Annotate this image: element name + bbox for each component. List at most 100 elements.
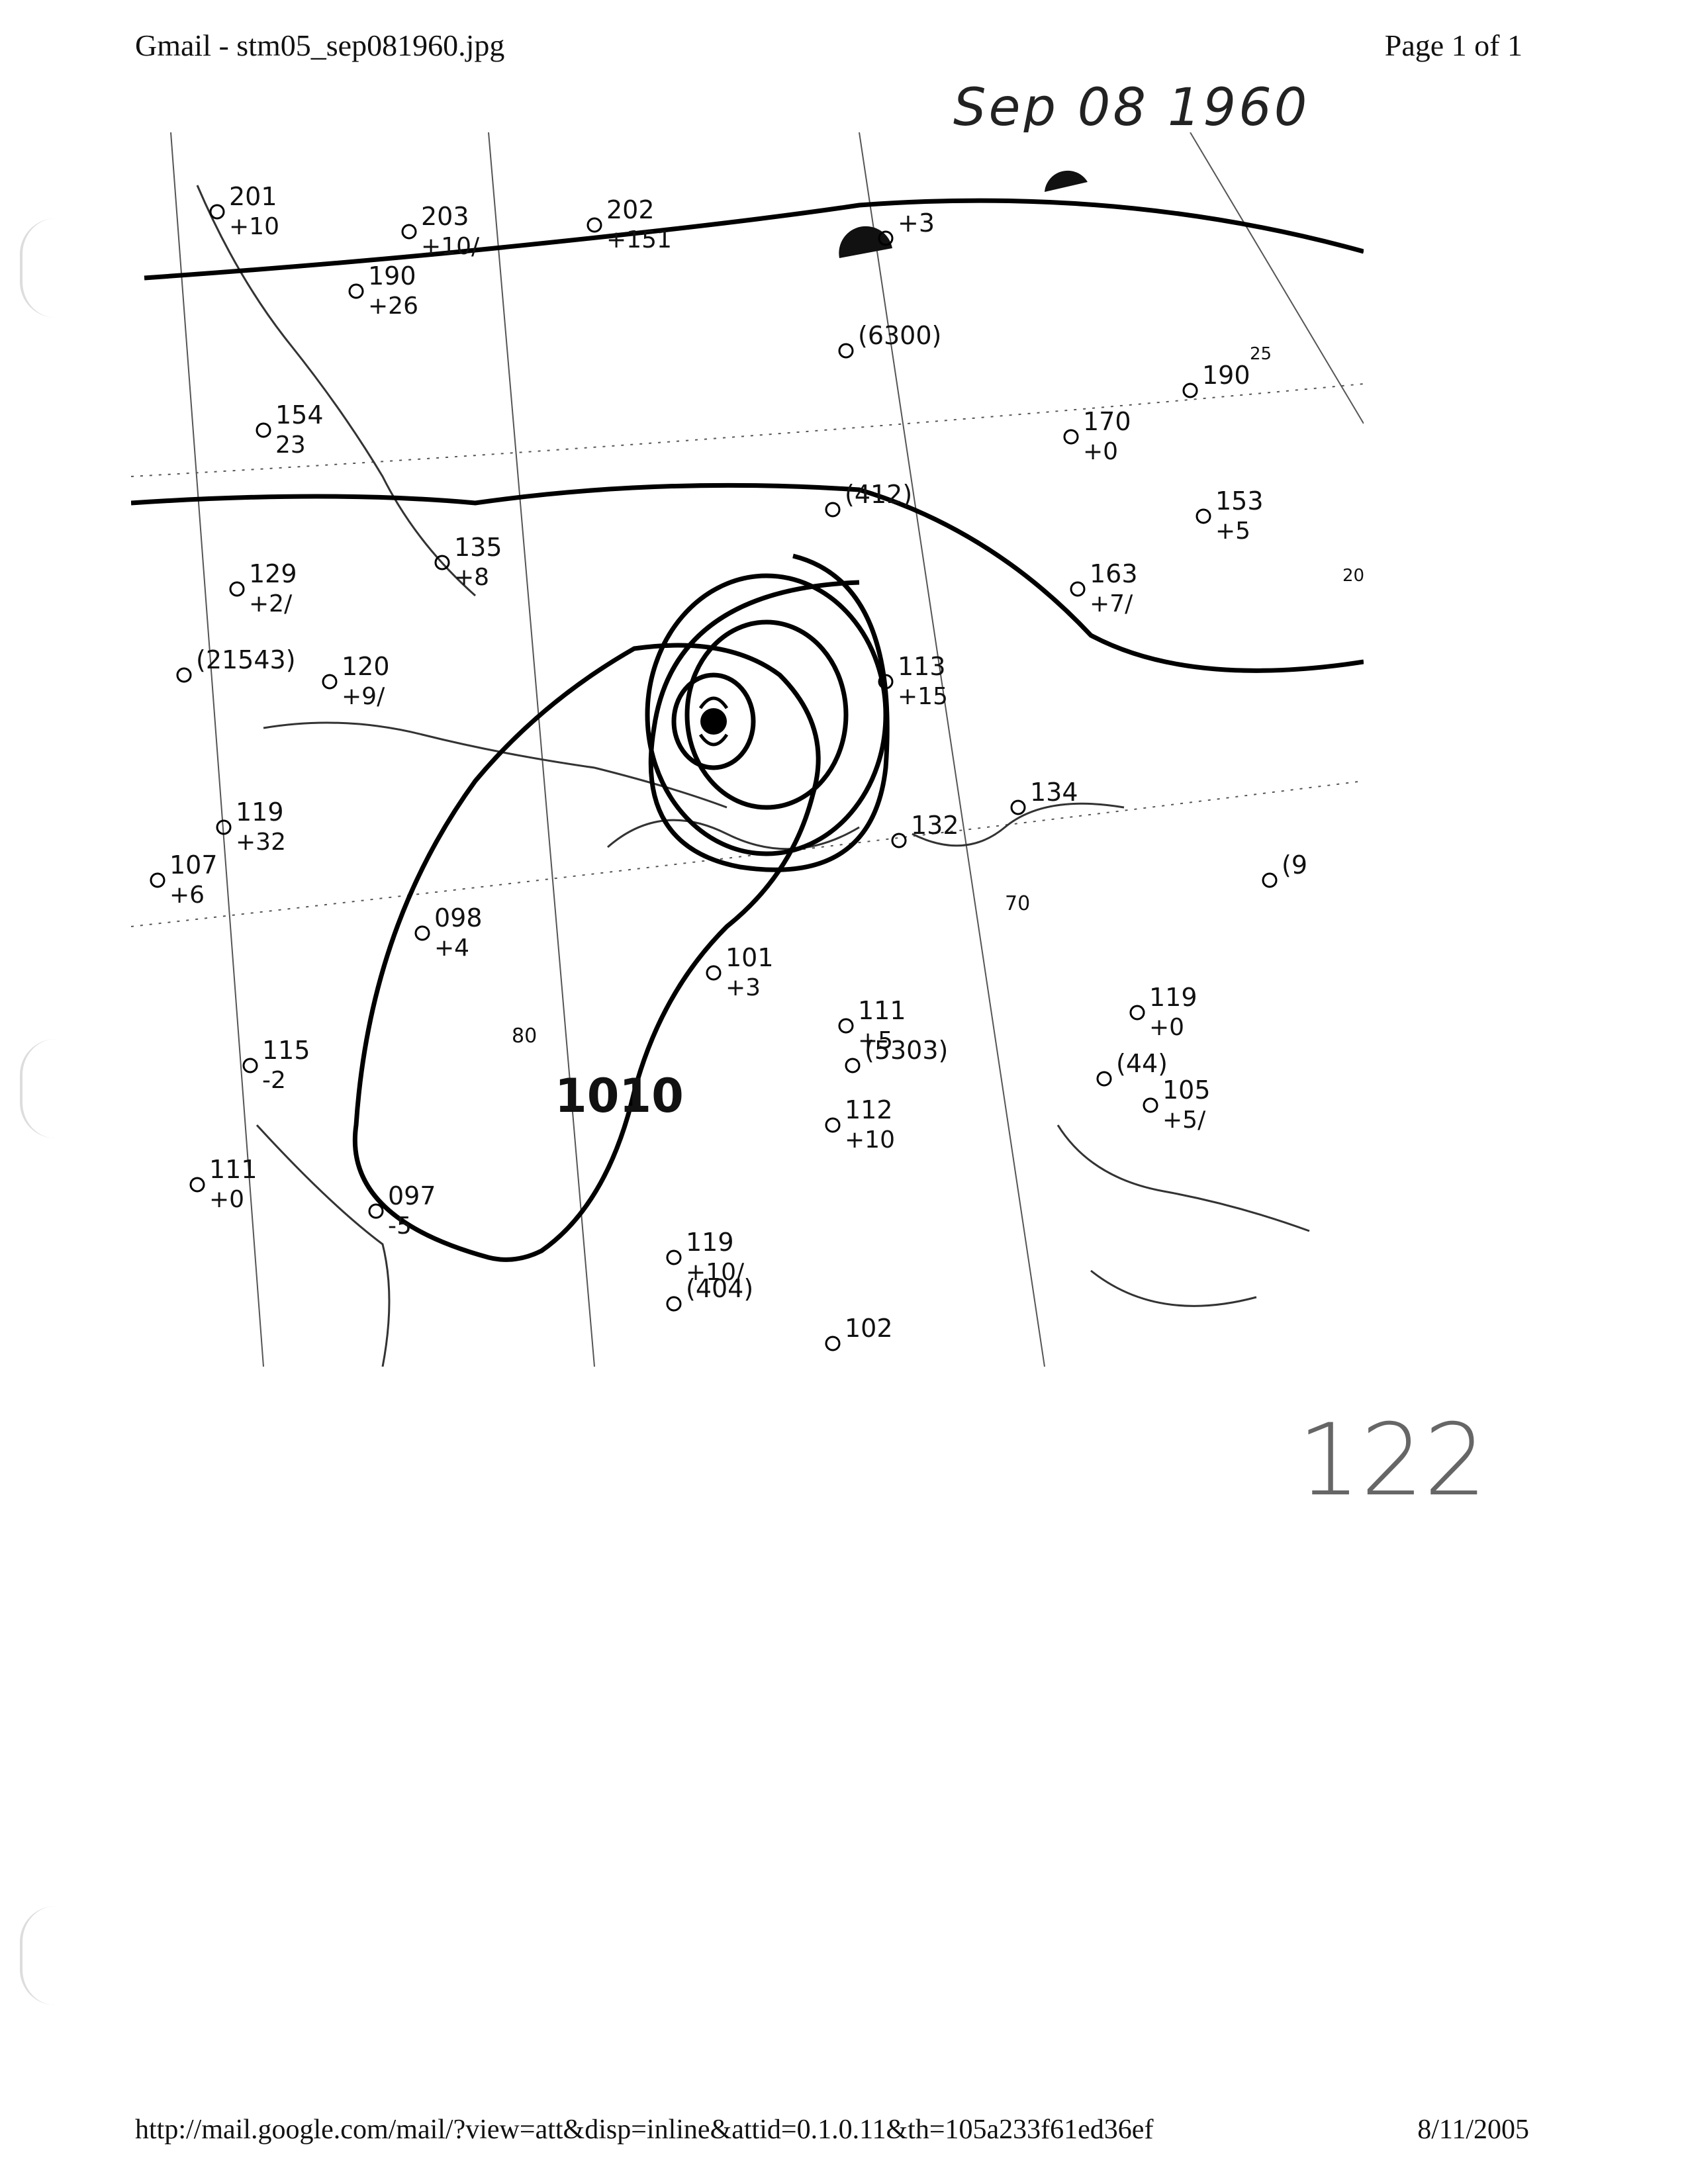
- station-dot: [666, 1296, 682, 1312]
- station-value: 134: [1030, 778, 1078, 807]
- station-value: 119: [1149, 983, 1197, 1012]
- station-dot: [1063, 429, 1079, 445]
- station-dot: [209, 204, 225, 220]
- station-dot: [891, 833, 907, 848]
- station-dot: [1129, 1005, 1145, 1021]
- station-tendency: +0: [209, 1186, 244, 1213]
- station-value: 111: [858, 996, 906, 1025]
- handwritten-date: Sep 08 1960: [953, 78, 1310, 138]
- station-dot: [216, 819, 232, 835]
- station-tendency: -2: [262, 1067, 286, 1094]
- station-value: 102: [845, 1314, 893, 1343]
- station-value: 129: [249, 559, 297, 588]
- binder-hole-mark: [20, 1906, 56, 2005]
- station-dot: [825, 502, 841, 518]
- grid-label-lat20: 20: [1342, 566, 1364, 586]
- station-dot: [878, 230, 894, 246]
- station-tendency: 23: [275, 432, 306, 459]
- station-dot: [878, 674, 894, 690]
- station-tendency: +151: [606, 226, 672, 253]
- station-value: 170: [1083, 407, 1131, 436]
- page-title: Gmail - stm05_sep081960.jpg: [135, 28, 505, 62]
- station-dot: [189, 1177, 205, 1193]
- station-value: 115: [262, 1036, 310, 1065]
- station-dot: [838, 1018, 854, 1034]
- station-dot: [242, 1058, 258, 1073]
- station-value: (9: [1282, 850, 1307, 880]
- station-value: 120: [342, 652, 390, 681]
- station-value: 097: [388, 1181, 436, 1210]
- station-tendency: +8: [454, 564, 489, 591]
- station-dot: [1010, 799, 1026, 815]
- grid-label-lat25: 25: [1250, 344, 1272, 364]
- station-value: +3: [898, 208, 935, 238]
- station-tendency: +32: [236, 829, 286, 856]
- footer-url: http://mail.google.com/mail/?view=att&di…: [135, 2115, 1154, 2145]
- station-tendency: +10: [845, 1126, 895, 1154]
- station-value: 105: [1162, 1075, 1211, 1105]
- station-value: 119: [236, 797, 284, 827]
- station-value: 119: [686, 1228, 734, 1257]
- station-tendency: +9/: [342, 683, 385, 710]
- station-value: 190: [1202, 361, 1250, 390]
- station-value: 153: [1215, 486, 1264, 516]
- station-dot: [838, 343, 854, 359]
- station-value: 201: [229, 182, 277, 211]
- handwritten-page-number: 122: [1297, 1403, 1487, 1518]
- station-dot: [176, 667, 192, 683]
- station-tendency: +5: [1215, 518, 1250, 545]
- station-dot: [1182, 383, 1198, 398]
- station-tendency: +5/: [1162, 1107, 1206, 1134]
- station-value: (44): [1116, 1049, 1168, 1078]
- binder-hole-mark: [20, 218, 56, 318]
- station-dot: [1143, 1097, 1158, 1113]
- station-dot: [1070, 581, 1086, 597]
- station-dot: [368, 1203, 384, 1219]
- station-dot: [825, 1336, 841, 1351]
- station-value: 202: [606, 195, 655, 224]
- hurricane-center-symbol: [698, 696, 729, 747]
- station-value: (6300): [858, 321, 941, 350]
- station-tendency: +4: [434, 934, 469, 962]
- warm-front-symbols: [839, 170, 1088, 258]
- station-tendency: +26: [368, 293, 418, 320]
- isobar-label: 1010: [555, 1069, 684, 1123]
- station-dot: [322, 674, 338, 690]
- station-dot: [706, 965, 722, 981]
- station-value: 154: [275, 400, 324, 430]
- station-dot: [825, 1117, 841, 1133]
- station-tendency: +7/: [1090, 590, 1133, 617]
- station-tendency: +0: [1149, 1014, 1184, 1041]
- station-tendency: +15: [898, 683, 948, 710]
- footer-date: 8/11/2005: [1417, 2115, 1529, 2145]
- front-lines: [131, 198, 1364, 673]
- station-value: (21543): [196, 645, 296, 674]
- station-tendency: +10: [229, 213, 279, 240]
- station-dot: [401, 224, 417, 240]
- station-tendency: +6: [169, 882, 205, 909]
- grid-label-lon80: 80: [512, 1024, 537, 1048]
- station-value: 135: [454, 533, 502, 562]
- station-tendency: +3: [726, 974, 761, 1001]
- station-value: 107: [169, 850, 218, 880]
- station-value: (5303): [865, 1036, 948, 1065]
- isobars: [352, 553, 890, 1262]
- station-value: 112: [845, 1095, 893, 1124]
- station-dot: [414, 925, 430, 941]
- station-dot: [1096, 1071, 1112, 1087]
- station-tendency: +0: [1083, 438, 1118, 465]
- station-value: 111: [209, 1155, 258, 1184]
- station-dot: [666, 1250, 682, 1265]
- station-tendency: +5: [858, 1027, 893, 1054]
- station-value: (404): [686, 1274, 753, 1303]
- station-dot: [348, 283, 364, 299]
- station-value: 203: [421, 202, 469, 231]
- station-dot: [586, 217, 602, 233]
- station-dot: [1196, 508, 1211, 524]
- binder-hole-mark: [20, 1039, 56, 1138]
- station-dot: [845, 1058, 861, 1073]
- station-tendency: +2/: [249, 590, 293, 617]
